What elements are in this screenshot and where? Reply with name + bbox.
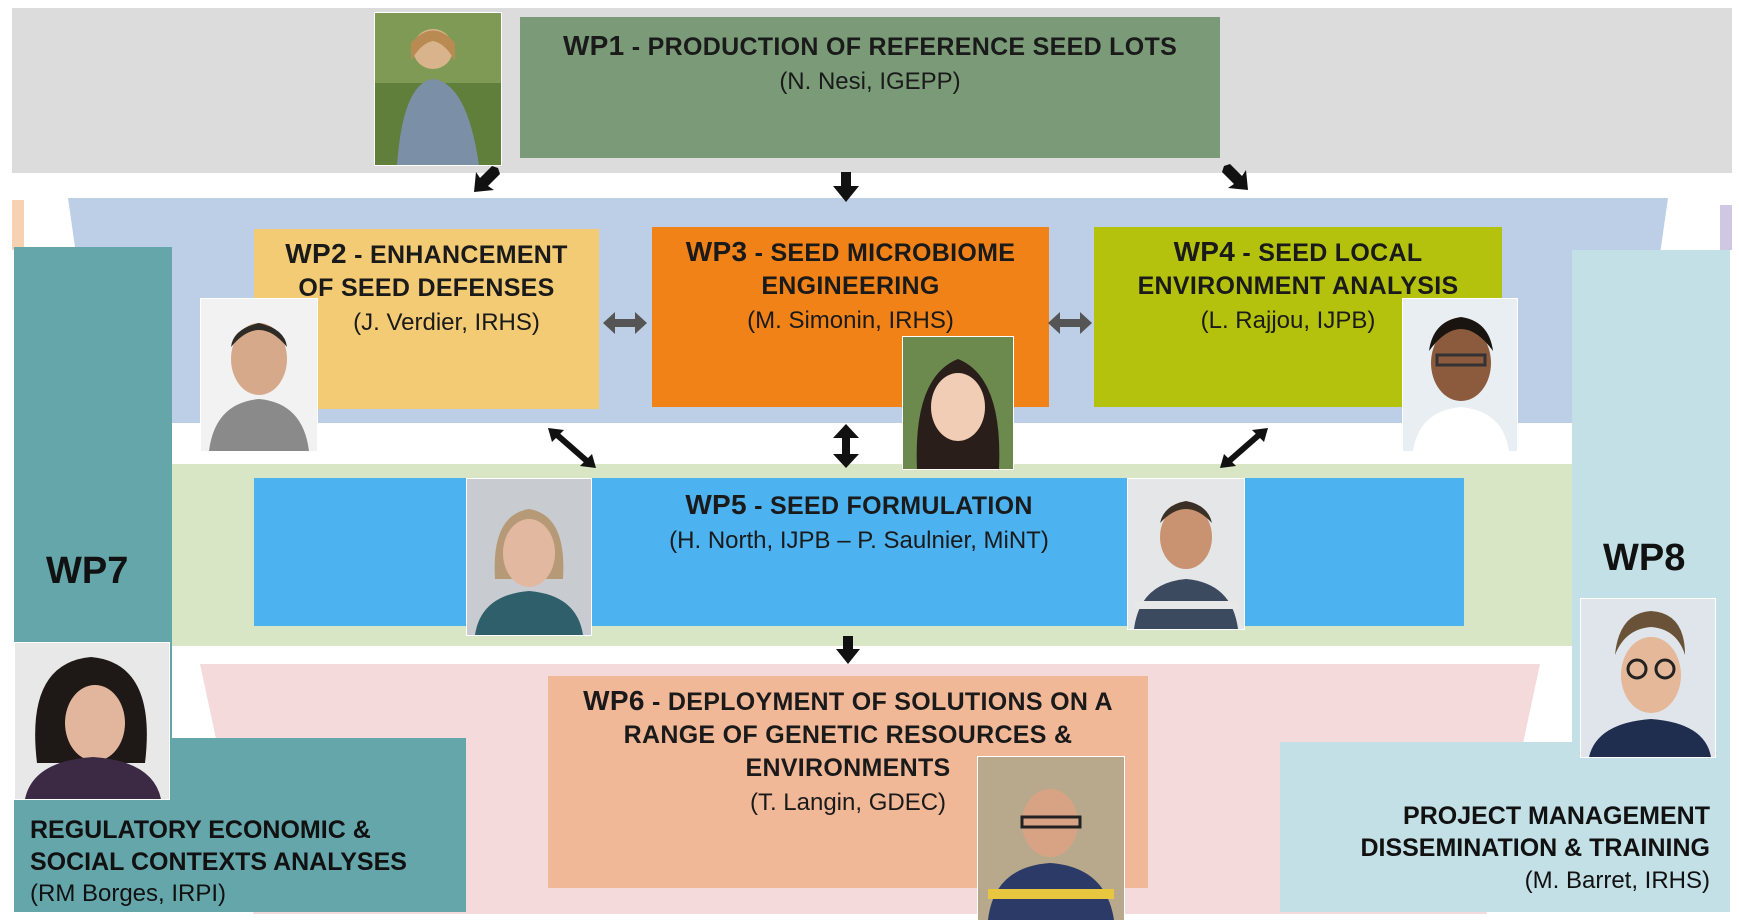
arrow-wp2-wp5 <box>548 428 596 468</box>
arrow-wp2-wp3 <box>603 312 647 334</box>
wp5-leader-photo-1 <box>466 478 592 636</box>
wp7-title-line-2: SOCIAL CONTEXTS ANALYSES <box>30 848 407 876</box>
arrow-wp3-wp5 <box>833 424 859 468</box>
wp5-leader-photo-2 <box>1127 478 1245 630</box>
arrow-wp1-wp2 <box>474 166 500 192</box>
wp5-title-text: SEED FORMULATION <box>770 492 1033 520</box>
wp4-title-line-1: WP4 - SEED LOCAL <box>1173 236 1423 267</box>
wp6-title-line-2: RANGE OF GENETIC RESOURCES & <box>623 721 1073 749</box>
wp6-title-line-1: WP6 - DEPLOYMENT OF SOLUTIONS ON A <box>583 685 1113 716</box>
wp2-title-line-2: OF SEED DEFENSES <box>298 274 555 302</box>
wp6-title-line-3: ENVIRONMENTS <box>745 754 951 782</box>
arrow-wp4-wp5 <box>1220 428 1268 468</box>
arrow-wp1-wp3 <box>833 172 859 202</box>
wp8-lead: (M. Barret, IRHS) <box>1524 867 1710 894</box>
wp3-title-a: SEED MICROBIOME <box>770 239 1016 267</box>
wp4-id: WP4 <box>1173 236 1236 267</box>
wp2-lead: (J. Verdier, IRHS) <box>353 309 540 336</box>
wp2-id: WP2 <box>285 238 347 269</box>
wp7-title-line-1: REGULATORY ECONOMIC & <box>30 816 371 844</box>
wp6-title-a: DEPLOYMENT OF SOLUTIONS ON A <box>667 688 1113 716</box>
edge-left <box>12 200 24 250</box>
wp8-leader-photo <box>1580 598 1716 758</box>
wp3-leader-photo <box>902 336 1014 470</box>
wp1-id: WP1 <box>562 30 625 61</box>
wp8-text: PROJECT MANAGEMENT DISSEMINATION & TRAIN… <box>1290 800 1710 898</box>
wp4-title-a: SEED LOCAL <box>1258 239 1423 267</box>
wp6-leader-photo <box>977 756 1125 921</box>
wp6-id: WP6 <box>583 685 645 716</box>
wp4-lead: (L. Rajjou, IJPB) <box>1200 307 1376 334</box>
wp4-title-line-2: ENVIRONMENT ANALYSIS <box>1137 272 1459 300</box>
wp5-id: WP5 <box>685 489 747 520</box>
wp7-leader-photo <box>14 642 170 800</box>
wp8-title-line-2: DISSEMINATION & TRAINING <box>1360 834 1710 862</box>
wp1-box: WP1 - PRODUCTION OF REFERENCE SEED LOTS … <box>520 17 1220 158</box>
wp3-lead: (M. Simonin, IRHS) <box>747 307 954 334</box>
wp7-text: REGULATORY ECONOMIC & SOCIAL CONTEXTS AN… <box>30 814 460 910</box>
wp4-leader-photo <box>1402 298 1518 452</box>
arrow-wp3-wp4 <box>1048 312 1092 334</box>
wp2-leader-photo <box>200 298 318 452</box>
wp7-lead: (RM Borges, IRPI) <box>30 880 227 907</box>
wp1-title: WP1 - PRODUCTION OF REFERENCE SEED LOTS <box>562 30 1178 61</box>
edge-right <box>1720 205 1732 250</box>
wp1-lead: (N. Nesi, IGEPP) <box>779 68 961 95</box>
wp3-title-line-2: ENGINEERING <box>761 272 940 300</box>
wp6-lead: (T. Langin, GDEC) <box>749 789 947 816</box>
wp2-title-a: ENHANCEMENT <box>369 241 568 269</box>
wp2-title-line-1: WP2 - ENHANCEMENT <box>285 238 568 269</box>
wp5-box: WP5 - SEED FORMULATION (H. North, IJPB –… <box>254 478 1464 626</box>
wp8-title-line-1: PROJECT MANAGEMENT <box>1403 802 1710 830</box>
wp5-title: WP5 - SEED FORMULATION <box>685 489 1033 520</box>
wp3-id: WP3 <box>685 236 748 267</box>
wp8-panel <box>1280 742 1730 912</box>
wp7-label: WP7 <box>46 550 129 592</box>
arrow-wp5-wp6 <box>836 636 860 664</box>
wp1-leader-photo <box>374 12 502 166</box>
wp3-title-line-1: WP3 - SEED MICROBIOME <box>685 236 1016 267</box>
wp1-title-text: PRODUCTION OF REFERENCE SEED LOTS <box>647 33 1178 61</box>
arrow-wp1-wp4 <box>1222 164 1248 190</box>
wp8-label: WP8 <box>1603 537 1686 579</box>
wp5-lead: (H. North, IJPB – P. Saulnier, MiNT) <box>669 527 1049 554</box>
